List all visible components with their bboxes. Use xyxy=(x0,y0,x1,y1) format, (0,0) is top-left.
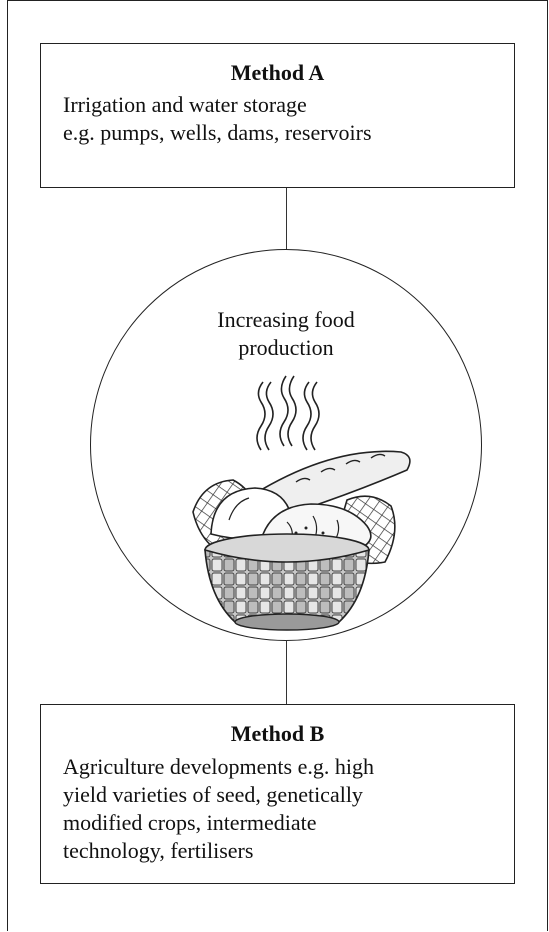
method-a-box: Method A Irrigation and water storage e.… xyxy=(40,43,515,188)
method-b-box: Method B Agriculture developments e.g. h… xyxy=(40,704,515,884)
steam-icon xyxy=(256,375,320,451)
page-frame xyxy=(7,0,548,931)
method-b-line-2: yield varieties of seed, genetically xyxy=(63,782,363,807)
connector-bottom xyxy=(286,640,287,704)
method-a-line-1: Irrigation and water storage xyxy=(63,92,307,117)
method-b-line-3: modified crops, intermediate xyxy=(63,810,317,835)
method-b-description: Agriculture developments e.g. high yield… xyxy=(63,753,508,865)
method-a-line-2: e.g. pumps, wells, dams, reservoirs xyxy=(63,120,372,145)
method-b-title: Method B xyxy=(230,721,325,746)
circle-label-line-1: Increasing food xyxy=(217,307,355,332)
connector-top xyxy=(286,188,287,254)
circle-label: Increasing food production xyxy=(91,306,481,362)
method-b-line-1: Agriculture developments e.g. high xyxy=(63,754,374,779)
circle-label-line-2: production xyxy=(238,335,334,360)
method-b-line-4: technology, fertilisers xyxy=(63,838,254,863)
bread-basket-icon xyxy=(192,375,411,631)
food-production-circle: Increasing food production xyxy=(90,249,482,641)
method-a-description: Irrigation and water storage e.g. pumps,… xyxy=(63,91,372,147)
method-a-title: Method A xyxy=(230,60,325,85)
